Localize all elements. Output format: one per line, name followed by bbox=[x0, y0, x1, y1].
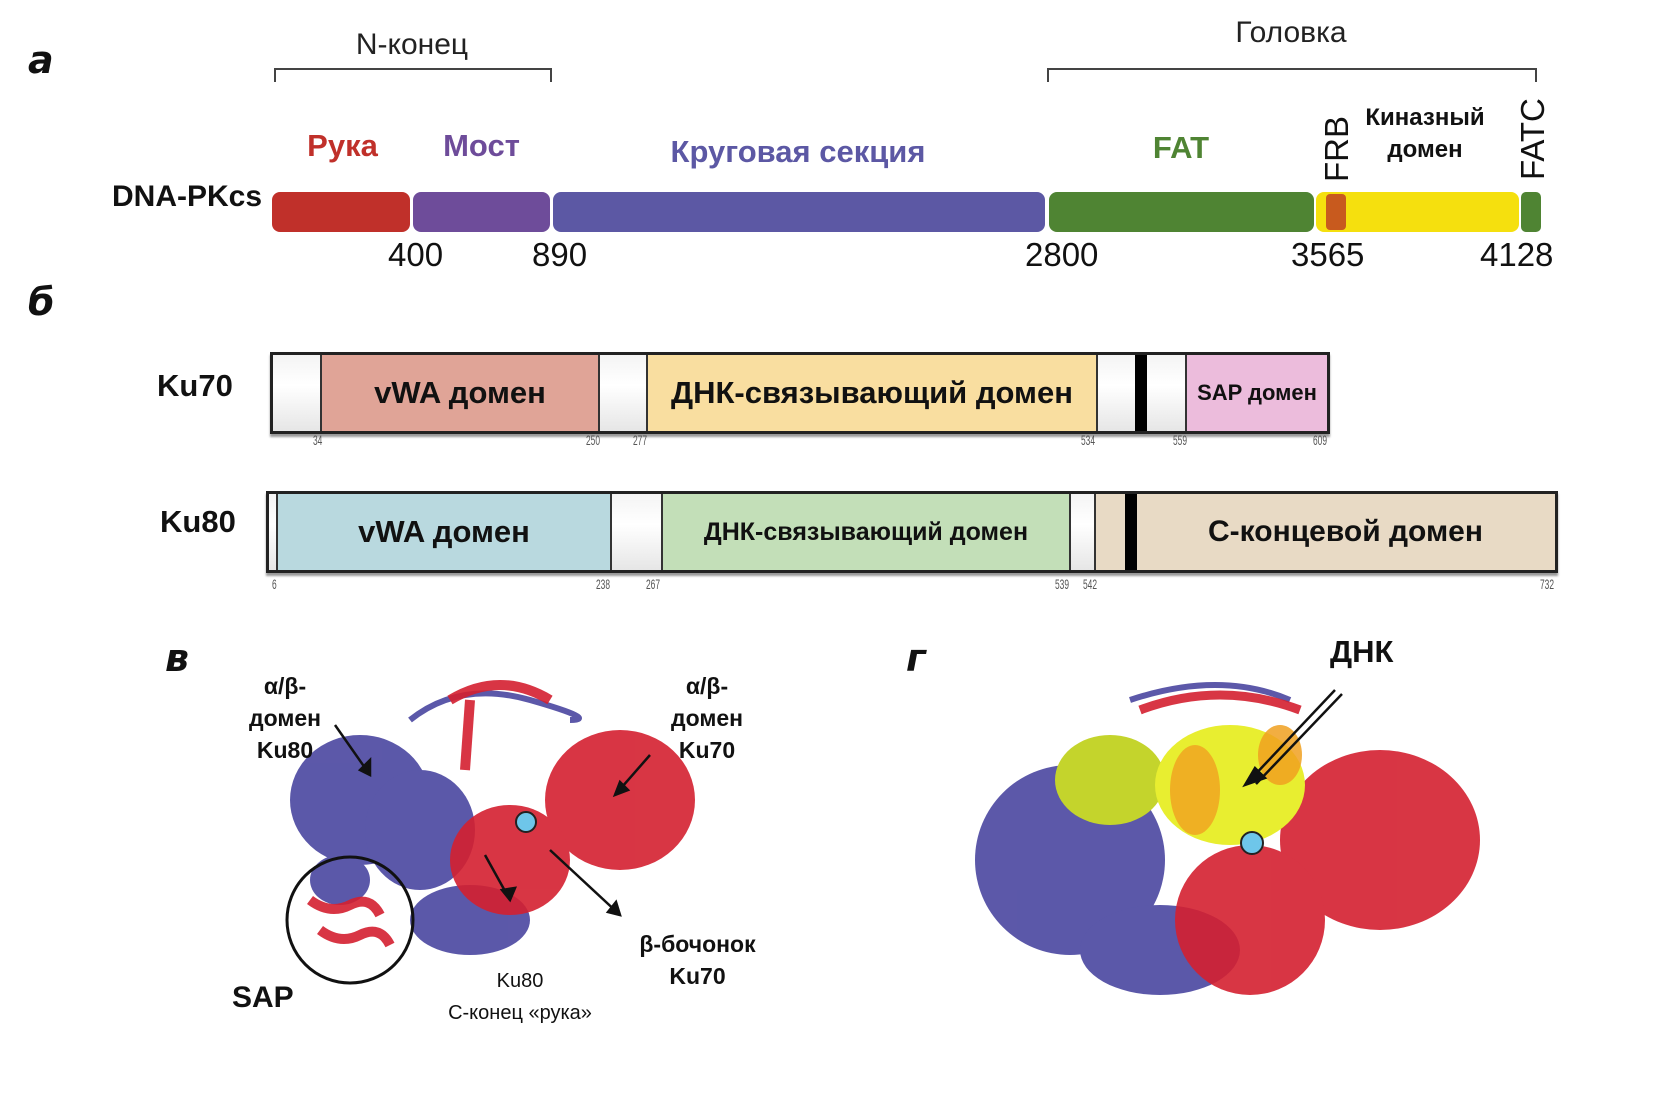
arm-label: Рука bbox=[307, 128, 378, 163]
n-terminus-bracket bbox=[274, 68, 552, 82]
ku70-vwa-domain: vWA домен bbox=[320, 355, 600, 431]
ku70-bar: vWA домен ДНК-связывающий домен SAP доме… bbox=[270, 352, 1330, 434]
dna-annotation: ДНК bbox=[1330, 634, 1394, 669]
ku70-tick: 534 bbox=[1081, 432, 1096, 448]
head-bracket bbox=[1047, 68, 1537, 82]
ku-dna-structure bbox=[975, 682, 1480, 995]
ku80-vwa-domain: vWA домен bbox=[276, 494, 612, 570]
ku80-c-terminal-domain: С-концевой домен bbox=[1094, 494, 1555, 570]
ku70-ab-line2: домен bbox=[670, 705, 744, 731]
kinase-domain-label: Киназный домен bbox=[1350, 102, 1500, 166]
kinase-label-line2: домен bbox=[1387, 136, 1463, 163]
ku70-tick: 559 bbox=[1173, 432, 1188, 448]
bridge-segment bbox=[413, 192, 550, 232]
ku80-tick: 6 bbox=[272, 576, 277, 592]
barrel-line1: β-бочонок bbox=[639, 931, 756, 957]
ku80-ab-line3: Ku80 bbox=[256, 737, 314, 763]
sap-annotation: SAP bbox=[232, 981, 294, 1014]
ku80-ab-line2: домен bbox=[248, 705, 322, 731]
ku80-dna-binding-domain: ДНК-связывающий домен bbox=[661, 494, 1071, 570]
panel-a-letter: а bbox=[28, 38, 54, 82]
ku70-tick: 250 bbox=[586, 432, 601, 448]
ku70-sap-domain: SAP домен bbox=[1185, 355, 1327, 431]
panel-c-letter: в bbox=[165, 636, 190, 680]
barrel-line2: Ku70 bbox=[669, 963, 726, 989]
ku80-tick: 238 bbox=[596, 576, 611, 592]
dna-pkcs-label: DNA-PKcs bbox=[112, 180, 263, 213]
bridge-label: Мост bbox=[443, 128, 520, 163]
tick-890: 890 bbox=[532, 236, 588, 273]
tick-4128: 4128 bbox=[1480, 236, 1554, 273]
marker-dot bbox=[515, 811, 537, 833]
fat-segment bbox=[1049, 192, 1314, 232]
ku70-tick: 609 bbox=[1313, 432, 1328, 448]
arm-segment bbox=[272, 192, 410, 232]
ku80-ab-line1: α/β- bbox=[263, 673, 307, 699]
ku70-tick: 277 bbox=[633, 432, 648, 448]
fatc-label: FATC bbox=[1514, 98, 1551, 180]
frb-label: FRB bbox=[1318, 116, 1355, 182]
frb-segment bbox=[1326, 194, 1346, 230]
ku-structure-ribbon bbox=[285, 680, 695, 985]
tick-3565: 3565 bbox=[1291, 236, 1365, 273]
kinase-label-line1: Киназный bbox=[1365, 104, 1485, 131]
ku80-c-terminal-arm-annotation: Ku80 С-конец «рука» bbox=[430, 965, 610, 1029]
circular-cradle-label: Круговая секция bbox=[670, 134, 926, 169]
sap-circle bbox=[285, 855, 415, 985]
tick-2800: 2800 bbox=[1025, 236, 1099, 273]
ku80-bar: vWA домен ДНК-связывающий домен С-концев… bbox=[266, 491, 1558, 573]
dna-surface bbox=[1055, 725, 1305, 845]
ku70-beta-barrel-annotation: β-бочонок Ku70 bbox=[630, 928, 765, 992]
ku70-chain bbox=[307, 680, 695, 948]
ku80-tick: 267 bbox=[646, 576, 661, 592]
n-terminus-label: N-конец bbox=[355, 28, 469, 61]
ku70-ab-line1: α/β- bbox=[685, 673, 729, 699]
tick-400: 400 bbox=[388, 236, 444, 273]
annotation-arrows bbox=[333, 724, 651, 917]
dna-arrow bbox=[1242, 689, 1343, 788]
ku80-tick: 542 bbox=[1083, 576, 1098, 592]
circular-cradle-segment bbox=[553, 192, 1045, 232]
ku80-c-line2: С-конец «рука» bbox=[448, 1002, 592, 1024]
ku70-chain-d bbox=[1138, 690, 1480, 995]
panel-b-letter: б bbox=[28, 280, 55, 324]
ku70-ab-domain-annotation: α/β- домен Ku70 bbox=[662, 670, 752, 766]
head-label: Головка bbox=[1235, 16, 1347, 49]
marker-dot-d bbox=[1240, 831, 1264, 855]
ku70-ab-line3: Ku70 bbox=[678, 737, 736, 763]
ku70-linker-block bbox=[1135, 355, 1147, 431]
ku70-tick: 34 bbox=[313, 432, 323, 448]
ku80-tick: 732 bbox=[1540, 576, 1555, 592]
fat-label: FAT bbox=[1152, 130, 1210, 165]
fatc-segment bbox=[1521, 192, 1541, 232]
ku70-dna-binding-domain: ДНК-связывающий домен bbox=[646, 355, 1098, 431]
panel-d-letter: г bbox=[906, 636, 926, 680]
ku70-label: Ku70 bbox=[157, 368, 233, 403]
kinase-segment bbox=[1316, 192, 1519, 232]
ku80-ab-domain-annotation: α/β- домен Ku80 bbox=[240, 670, 330, 766]
ku80-tick: 539 bbox=[1055, 576, 1070, 592]
ku80-linker-block bbox=[1125, 494, 1137, 570]
ku80-c-line1: Ku80 bbox=[496, 970, 544, 992]
ku80-label: Ku80 bbox=[160, 504, 236, 539]
